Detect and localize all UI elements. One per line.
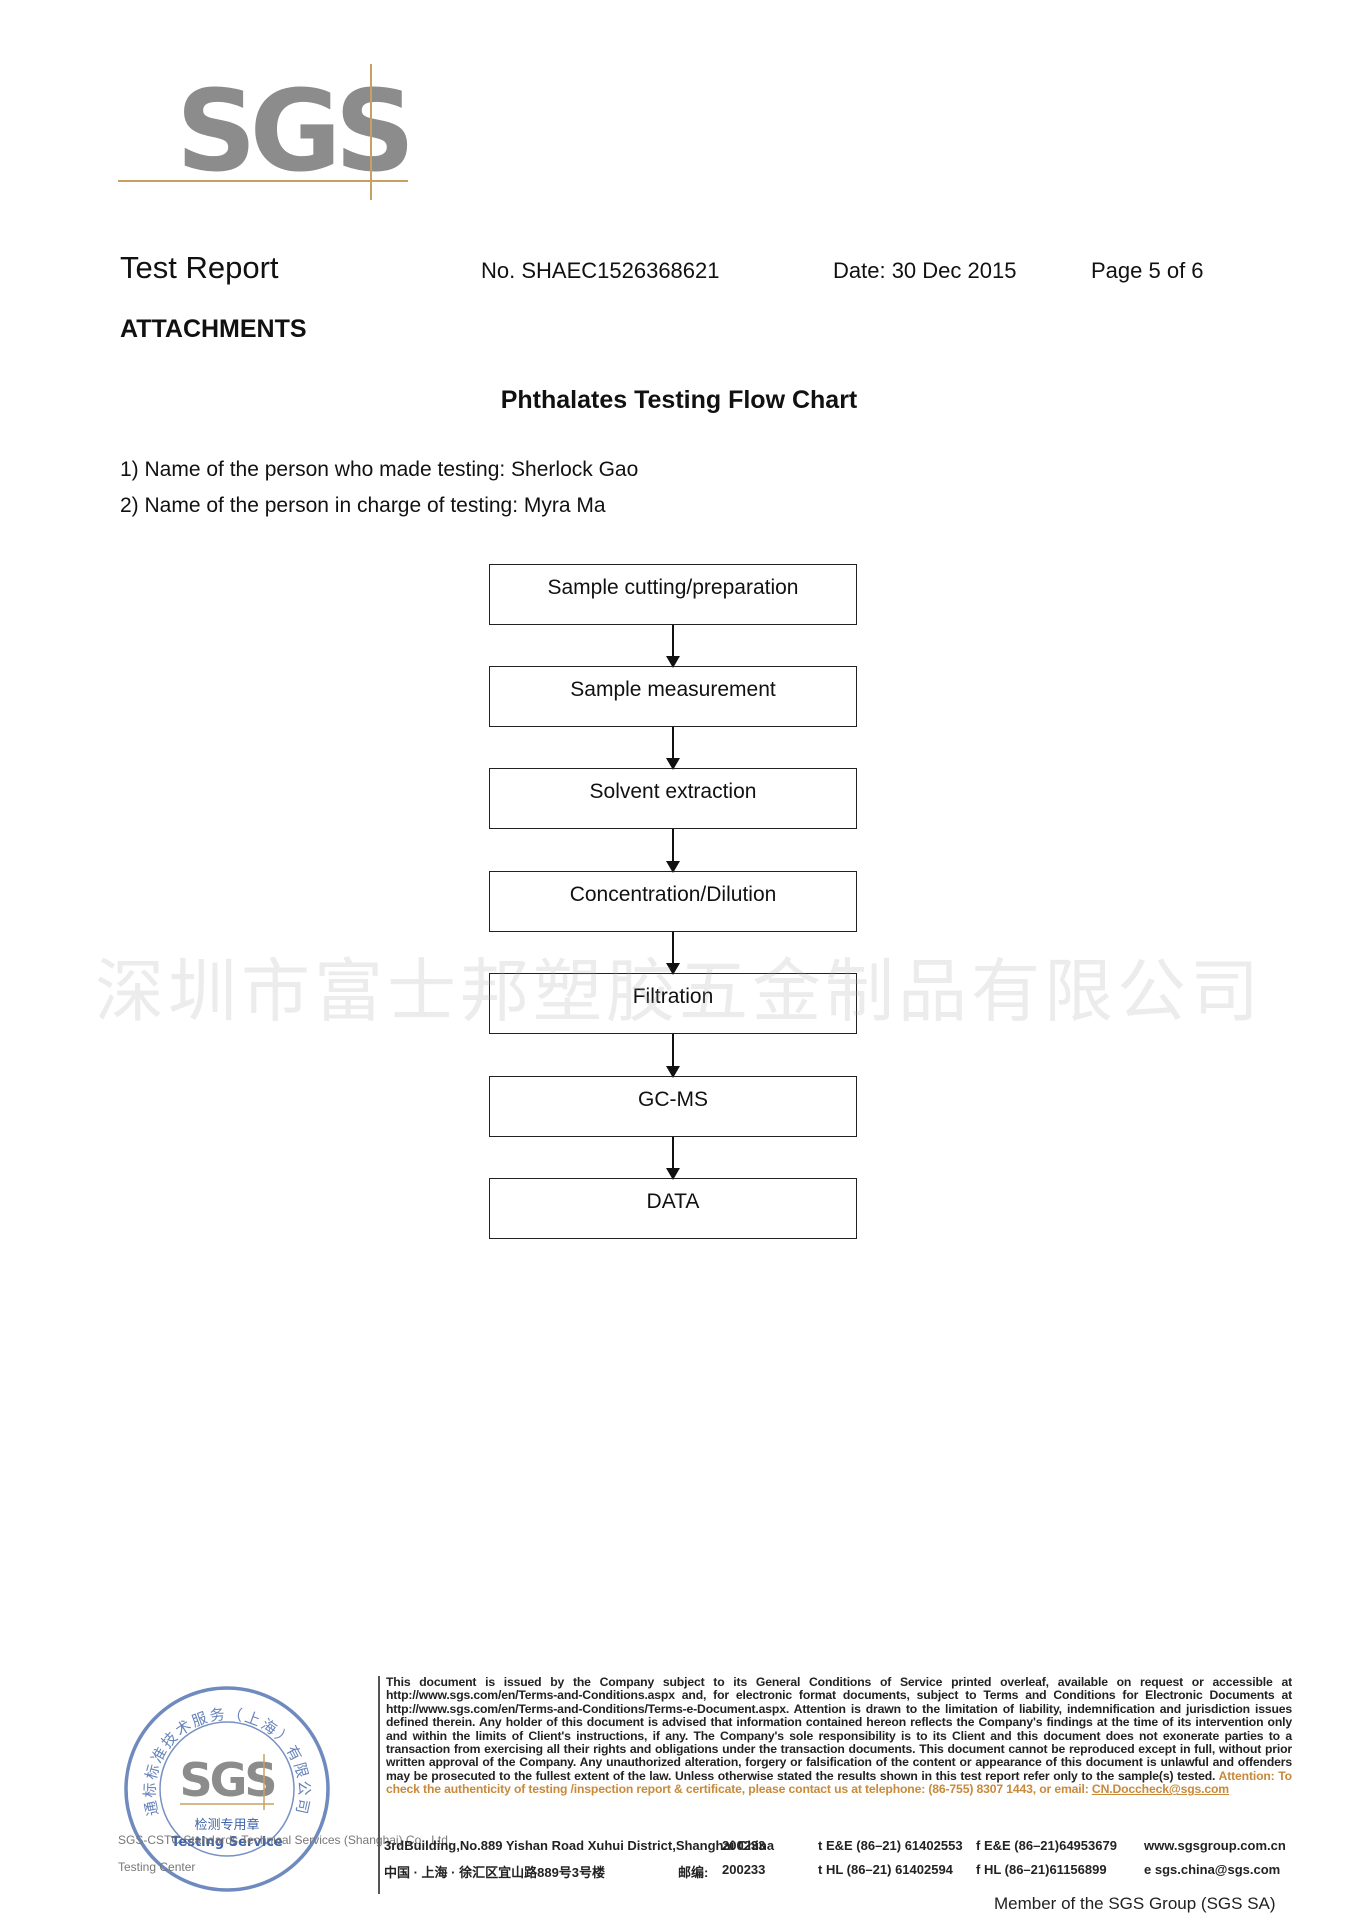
flow-step-label: GC-MS (638, 1087, 708, 1111)
sgs-testing-seal: 通标标准技术服务（上海）有限公司 SGS 检测专用章 Testing Servi… (124, 1686, 330, 1892)
sgs-logo: SGS (118, 62, 415, 202)
flow-step-label: Filtration (632, 984, 714, 1008)
seal-cn-label: 检测专用章 (194, 1817, 259, 1833)
postcode-label-chinese: 邮编: (678, 1865, 709, 1880)
flow-step: Sample cutting/preparation (489, 564, 857, 625)
logo-vertical-rule (370, 64, 372, 200)
company-watermark: 深圳市富士邦塑胶五金制品有限公司 (95, 952, 1263, 1032)
flow-step-label: Concentration/Dilution (569, 882, 777, 906)
seal-logo-text: SGS (179, 1753, 274, 1807)
sgs-logo-text: SGS (176, 67, 415, 197)
postcode-chinese: 200233 (722, 1862, 766, 1877)
flow-step-label: Solvent extraction (589, 779, 757, 803)
flow-step: DATA (489, 1178, 857, 1239)
tester-name: 1) Name of the person who made testing: … (120, 458, 639, 481)
flow-arrow (666, 932, 680, 975)
page-number: Page 5 of 6 (1091, 258, 1204, 283)
doccheck-email-link[interactable]: CN.Doccheck@sgs.com (1091, 1782, 1229, 1797)
tel-hl: t HL (86–21) 61402594 (818, 1862, 953, 1877)
flow-arrow (666, 829, 680, 873)
flow-step: Filtration (489, 973, 857, 1034)
seal-en-label: Testing Service (171, 1835, 283, 1850)
china-email-link[interactable]: e sgs.china@sgs.com (1144, 1862, 1281, 1877)
website-link[interactable]: www.sgsgroup.com.cn (1144, 1838, 1286, 1853)
authenticity-notice: Attention: To check the authenticity of … (386, 1768, 1292, 1797)
flow-step-label: DATA (646, 1189, 700, 1213)
tel-ee: t E&E (86–21) 61402553 (818, 1838, 963, 1853)
seal-overlap-line-1: SGS-CSTC Standards Technical Services (S… (118, 1833, 452, 1847)
flow-arrow (666, 727, 680, 770)
person-in-charge: 2) Name of the person in charge of testi… (120, 494, 606, 517)
report-number: No. SHAEC1526368621 (481, 258, 720, 283)
section-heading: ATTACHMENTS (120, 315, 307, 343)
address-chinese: 中国 · 上海 · 徐汇区宜山路889号3号楼 (384, 1865, 606, 1880)
flow-step-label: Sample cutting/preparation (547, 575, 799, 599)
legal-disclaimer: This document is issued by the Company s… (386, 1675, 1292, 1797)
flow-step: GC-MS (489, 1076, 857, 1137)
flow-step: Solvent extraction (489, 768, 857, 829)
flow-chart-title: Phthalates Testing Flow Chart (500, 386, 858, 414)
fax-hl: f HL (86–21)61156899 (976, 1862, 1107, 1877)
seal-overlap-line-2: Testing Center (118, 1860, 196, 1874)
footer-separator (378, 1676, 380, 1894)
email-prefix: or email: (1039, 1782, 1089, 1797)
flow-arrow (666, 1034, 680, 1078)
flow-arrow (666, 625, 680, 668)
flow-arrow (666, 1137, 680, 1180)
report-title: Test Report (120, 250, 279, 285)
logo-horizontal-rule (118, 180, 408, 182)
postcode-english: 200233 (722, 1838, 766, 1853)
flow-step-label: Sample measurement (570, 677, 776, 701)
disclaimer-text: This document is issued by the Company s… (386, 1675, 1292, 1783)
address-english: 3rdBuilding,No.889 Yishan Road Xuhui Dis… (384, 1838, 775, 1853)
flow-step: Concentration/Dilution (489, 871, 857, 932)
flow-step: Sample measurement (489, 666, 857, 727)
sgs-group-membership: Member of the SGS Group (SGS SA) (994, 1894, 1276, 1913)
fax-ee: f E&E (86–21)64953679 (976, 1838, 1117, 1853)
report-date: Date: 30 Dec 2015 (833, 258, 1017, 283)
